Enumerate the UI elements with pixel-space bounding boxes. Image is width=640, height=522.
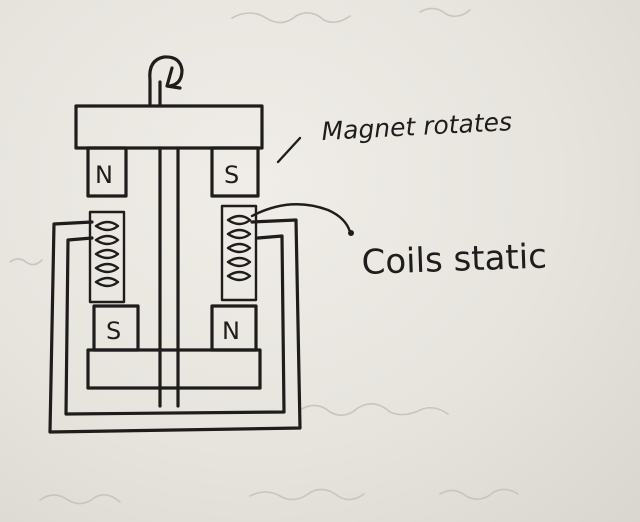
show-through-writing bbox=[9, 7, 519, 505]
coils-static-label: Coils static bbox=[361, 237, 548, 283]
stator-housing bbox=[48, 218, 302, 434]
pole-label-n-top: N bbox=[95, 161, 113, 189]
magnet-rotates-label: Magnet rotates bbox=[321, 107, 513, 146]
coil-left bbox=[88, 210, 126, 304]
coil-pointer-dot bbox=[348, 230, 354, 236]
magnet-top-right: S bbox=[210, 146, 260, 198]
magnet-bottom-right: N bbox=[210, 304, 258, 352]
pole-label-n-bottom: N bbox=[222, 317, 240, 345]
magnet-top-bar bbox=[74, 104, 264, 150]
magnet-bottom-bar bbox=[86, 348, 262, 390]
shaft bbox=[158, 146, 180, 408]
magnet-bottom-left: S bbox=[92, 304, 140, 352]
coil-right bbox=[220, 204, 258, 302]
pole-label-s-bottom: S bbox=[106, 317, 121, 345]
magnet-top-left: N bbox=[86, 146, 128, 198]
magnet-pointer-line bbox=[276, 136, 302, 164]
pole-label-s-top: S bbox=[224, 161, 239, 189]
coil-pointer-line bbox=[250, 203, 352, 234]
rotation-arrow-icon bbox=[148, 55, 184, 106]
